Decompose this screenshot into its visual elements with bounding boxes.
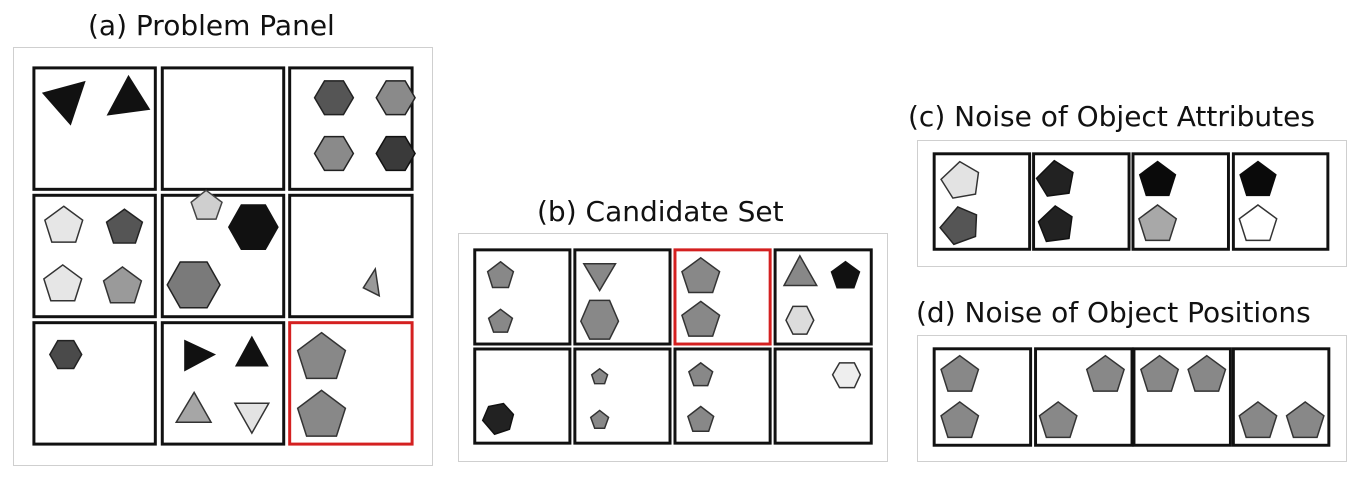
position-noise-drawing [932, 347, 1331, 447]
gray-pentagon-icon [1085, 354, 1125, 392]
dark-hexagon-icon [375, 135, 416, 172]
black-triangle-icon [184, 339, 217, 372]
gray-pentagon-icon [487, 308, 514, 333]
attribute-cell-4 [1231, 152, 1330, 251]
gray-pentagon-icon [940, 354, 980, 392]
gray-pentagon-icon [1238, 401, 1278, 439]
position-cell-1 [932, 347, 1033, 447]
gray-pentagon-icon [589, 409, 610, 430]
dark-pentagon-icon [939, 206, 978, 246]
white-pentagon-icon [1238, 204, 1278, 242]
gray-pentagon-icon [1187, 354, 1227, 392]
black-pentagon-icon [1037, 205, 1073, 243]
gray-pentagon-icon [486, 260, 515, 289]
position-cell-2 [1034, 347, 1134, 447]
dark-hexagon-icon [48, 339, 83, 370]
black-heptagon-icon [481, 402, 515, 436]
light-hexagon-icon [831, 362, 862, 389]
light-pentagon-icon [43, 205, 84, 243]
light-pentagon-icon [190, 189, 223, 220]
attribute-noise-drawing [932, 152, 1330, 251]
gray-hexagon-icon [375, 80, 416, 116]
position-noise-title: (d) Noise of Object Positions [916, 296, 1311, 329]
black-triangle-icon [41, 80, 86, 126]
gray-triangle-icon [582, 262, 617, 292]
gray-pentagon-icon [681, 300, 721, 337]
candidate-cell-5 [473, 347, 572, 445]
gray-pentagon-icon [296, 389, 347, 437]
gray-pentagon-icon [1038, 401, 1078, 439]
gray-pentagon-icon [687, 361, 714, 387]
gray-pentagon-icon [296, 331, 347, 380]
candidate-cell-3-selected [673, 248, 772, 346]
candidate-cell-2 [573, 248, 672, 346]
gray-triangle-icon [362, 266, 381, 298]
candidate-set-panel [458, 233, 888, 462]
attribute-cell-3 [1131, 152, 1230, 251]
light-pentagon-icon [42, 264, 83, 302]
dark-pentagon-icon [105, 208, 144, 244]
light-hexagon-icon [785, 305, 815, 335]
problem-cell-answer [288, 321, 414, 446]
gray-pentagon-icon [590, 367, 609, 385]
gray-pentagon-icon [1139, 354, 1180, 392]
black-pentagon-icon [1138, 160, 1177, 197]
gray-pentagon-icon [1285, 401, 1325, 439]
gray-hexagon-icon [313, 135, 355, 172]
problem-panel-title: (a) Problem Panel [88, 9, 335, 42]
black-pentagon-icon [1035, 159, 1074, 197]
problem-cell-1-3 [288, 66, 414, 191]
candidate-cell-7 [673, 347, 772, 445]
problem-cell-2-3 [288, 193, 414, 319]
gray-pentagon-icon [681, 256, 721, 294]
problem-cell-1-1 [32, 66, 157, 191]
light-triangle-icon [233, 402, 271, 435]
gray-pentagon-icon [686, 405, 715, 433]
problem-cell-3-1 [32, 321, 157, 446]
black-triangle-icon [106, 74, 151, 116]
position-noise-panel [917, 335, 1347, 462]
light-pentagon-icon [940, 160, 980, 199]
candidate-set-title: (b) Candidate Set [537, 195, 784, 228]
gray-hexagon-icon [579, 299, 620, 340]
gray-pentagon-icon [102, 266, 143, 304]
problem-cell-3-2 [160, 321, 286, 446]
gray-triangle-icon [174, 390, 213, 423]
black-hexagon-icon [227, 204, 279, 251]
problem-panel [13, 47, 433, 466]
candidate-cell-8 [773, 347, 873, 445]
candidate-cell-1 [473, 248, 572, 346]
gray-pentagon-icon [1138, 204, 1178, 242]
candidate-cell-6 [573, 347, 672, 445]
problem-cell-1-2 [160, 66, 286, 191]
attribute-noise-title: (c) Noise of Object Attributes [908, 100, 1315, 133]
gray-triangle-icon [782, 254, 819, 287]
candidate-set-drawing [473, 248, 873, 445]
problem-panel-drawing [32, 66, 416, 446]
position-cell-3 [1132, 347, 1232, 447]
problem-cell-2-1 [32, 193, 157, 319]
position-cell-4 [1231, 347, 1331, 447]
black-pentagon-icon [830, 260, 861, 289]
attribute-noise-panel [917, 140, 1347, 267]
candidate-cell-4 [773, 248, 873, 346]
attribute-cell-2 [1032, 152, 1131, 251]
gray-pentagon-icon [940, 401, 980, 439]
problem-cell-2-2 [160, 193, 286, 319]
attribute-cell-1 [932, 152, 1032, 251]
black-triangle-icon [234, 335, 269, 367]
gray-hexagon-icon [166, 261, 221, 309]
black-pentagon-icon [1239, 160, 1277, 197]
dark-hexagon-icon [313, 80, 355, 116]
